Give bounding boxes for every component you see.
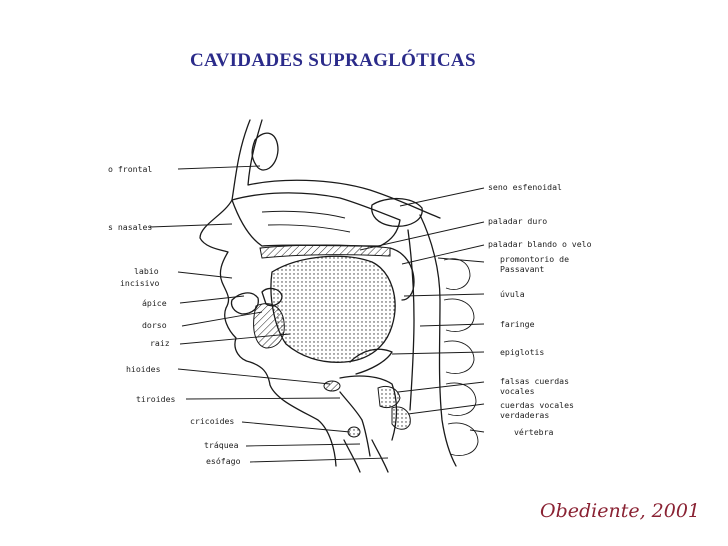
- label-faringe: faringe: [500, 319, 535, 329]
- label-esofago: esófago: [206, 456, 241, 466]
- label-seno: seno esfenoidal: [488, 182, 562, 192]
- label-tiroides: tiroides: [136, 394, 176, 404]
- label-promontorio: promontorio de: [500, 254, 569, 264]
- label-incisivo: incisivo: [120, 278, 160, 288]
- label-verdaderas: verdaderas: [500, 410, 549, 420]
- label-dorso: dorso: [142, 320, 167, 330]
- label-uvula: úvula: [500, 289, 525, 299]
- label-paladar-duro: paladar duro: [488, 216, 547, 226]
- label-vertebra: vértebra: [514, 427, 554, 437]
- label-traquea: tráquea: [204, 440, 239, 450]
- label-apice: ápice: [142, 298, 167, 308]
- label-cuerdas: cuerdas vocales: [500, 400, 574, 410]
- label-cricoides: cricoides: [190, 416, 234, 426]
- label-nasales: s nasales: [108, 222, 152, 232]
- slide-credit: Obediente, 2001: [540, 500, 701, 522]
- slide-title: CAVIDADES SUPRAGLÓTICAS: [190, 50, 476, 71]
- label-falsas: falsas cuerdas: [500, 376, 569, 386]
- label-raiz: raiz: [150, 338, 170, 348]
- label-frontal: o frontal: [108, 164, 152, 174]
- label-epiglotis: epiglotis: [500, 347, 544, 357]
- label-passavant: Passavant: [500, 264, 544, 274]
- label-labio: labio: [134, 266, 159, 276]
- head-profile: [199, 119, 479, 473]
- label-vocales: vocales: [500, 386, 535, 396]
- labels-left: o frontal s nasales labio incisivo ápice…: [108, 164, 241, 466]
- leader-lines: [149, 165, 485, 463]
- labels-right: seno esfenoidal paladar duro paladar bla…: [488, 182, 592, 437]
- label-hioides: hioides: [126, 364, 161, 374]
- label-paladar-blando: paladar blando o velo: [488, 239, 592, 249]
